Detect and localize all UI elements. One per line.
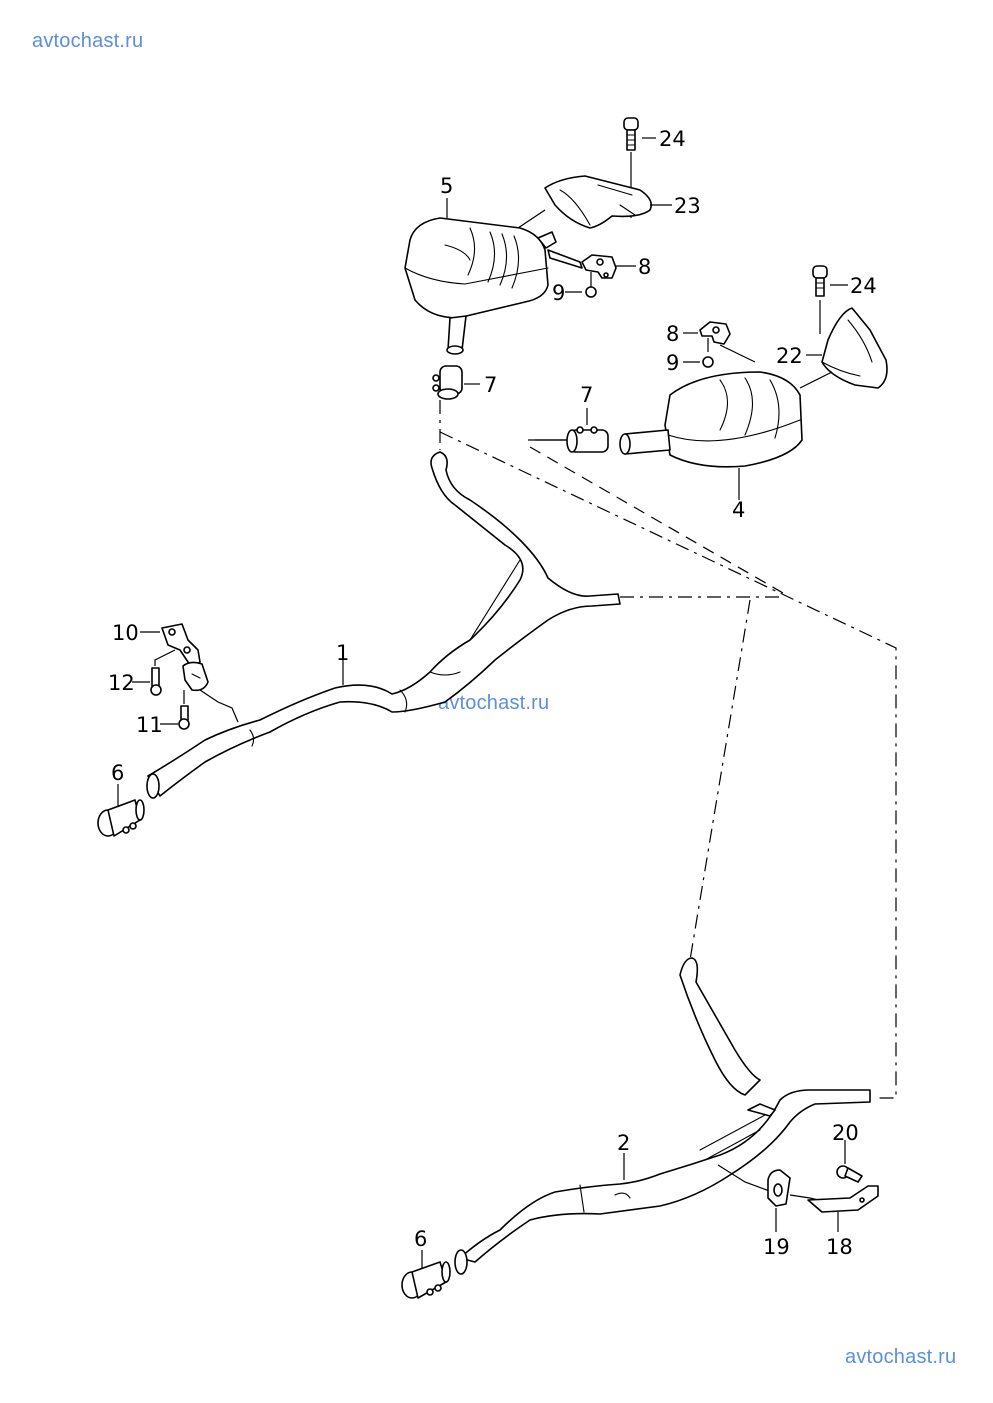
label-7-lower: 7 (580, 383, 593, 407)
part-1-front-pipe-upper[interactable] (146, 451, 621, 799)
hanger-cable-upper (199, 689, 239, 723)
part-7-clamp-upper[interactable] (432, 365, 480, 400)
label-4: 4 (732, 498, 745, 522)
watermark-top-left: avtochast.ru (32, 30, 144, 52)
callout-labels: 24 23 5 8 9 7 24 8 9 22 7 4 10 12 11 1 6… (108, 127, 877, 1259)
part-4-rear-silencer-right[interactable] (619, 371, 803, 500)
part-11-bolt[interactable] (160, 690, 190, 730)
label-1: 1 (336, 641, 349, 665)
part-9-nut-upper[interactable] (565, 272, 597, 298)
assembly-lines (439, 400, 897, 1099)
part-19-rubber-hanger[interactable] (767, 1169, 791, 1232)
part-5-rear-silencer-left[interactable] (404, 198, 583, 355)
watermark-center: avtochast.ru (438, 692, 550, 714)
part-2-front-pipe-lower[interactable] (454, 957, 871, 1275)
label-9-upper: 9 (552, 281, 565, 305)
label-8-upper: 8 (638, 255, 651, 279)
label-8-lower: 8 (666, 322, 679, 346)
label-6-upper: 6 (111, 761, 124, 785)
label-19: 19 (763, 1235, 790, 1259)
label-9-lower: 9 (666, 351, 679, 375)
part-23-tailpipe-trim-left[interactable] (511, 175, 672, 233)
label-24-upper: 24 (659, 127, 686, 151)
label-2: 2 (617, 1131, 630, 1155)
part-6-clamp-upper[interactable] (97, 784, 145, 837)
part-20-bolt[interactable] (836, 1140, 863, 1183)
part-8-bracket-lower[interactable] (683, 321, 756, 363)
label-18: 18 (826, 1235, 853, 1259)
part-22-tailpipe-trim-right[interactable] (799, 307, 888, 389)
part-7-clamp-lower[interactable] (528, 408, 609, 453)
part-12-bolt[interactable] (132, 649, 176, 696)
label-24-lower: 24 (850, 274, 877, 298)
label-12: 12 (108, 671, 135, 695)
part-18-retaining-bracket[interactable] (807, 1185, 879, 1232)
label-10: 10 (112, 621, 139, 645)
label-6-lower: 6 (414, 1227, 427, 1251)
part-10-hanger-bracket[interactable] (140, 623, 209, 692)
label-20: 20 (832, 1121, 859, 1145)
part-8-bracket-upper[interactable] (581, 254, 636, 279)
label-5: 5 (440, 174, 453, 198)
label-7-upper: 7 (484, 373, 497, 397)
label-11: 11 (136, 713, 163, 737)
part-24-bolt-lower[interactable] (812, 265, 848, 334)
label-22: 22 (776, 344, 803, 368)
part-6-clamp-lower[interactable] (401, 1250, 451, 1299)
watermark-bottom-right: avtochast.ru (845, 1346, 957, 1368)
label-23: 23 (674, 194, 701, 218)
part-9-nut-lower[interactable] (683, 338, 714, 368)
